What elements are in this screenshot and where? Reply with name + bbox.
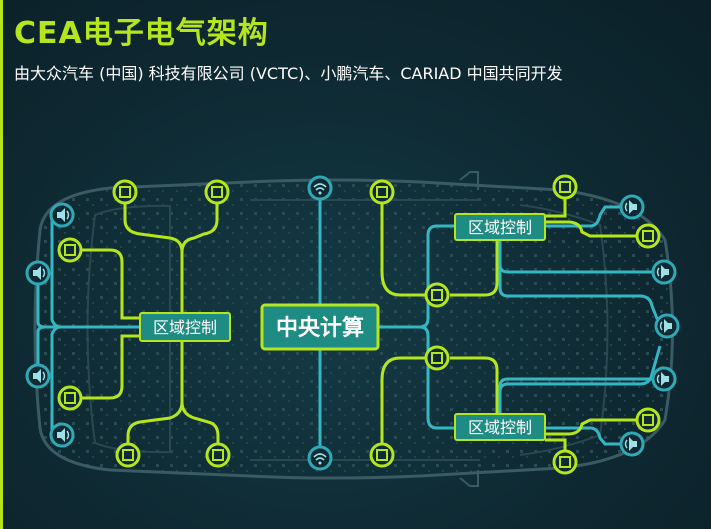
- speaker-icon: [651, 259, 677, 285]
- zone-controller-right-top: 区域控制: [454, 213, 546, 241]
- chip-icon: [424, 282, 450, 308]
- zone-left-label: 区域控制: [153, 318, 217, 337]
- speaker-icon: [25, 260, 51, 286]
- zone-controller-left: 区域控制: [139, 312, 231, 342]
- chip-icon: [205, 442, 231, 468]
- chip-icon: [112, 179, 138, 205]
- speaker-icon: [651, 366, 677, 392]
- speaker-icon: [49, 422, 75, 448]
- speaker-icon: [619, 194, 645, 220]
- speaker-icon: [49, 202, 75, 228]
- chip-icon: [635, 223, 661, 249]
- zone-right-bottom-label: 区域控制: [468, 418, 532, 437]
- speaker-icon: [654, 313, 680, 339]
- antenna-icon: [307, 175, 333, 201]
- lime-connections: [70, 192, 648, 462]
- chip-icon: [552, 449, 578, 475]
- chip-icon: [57, 237, 83, 263]
- chip-icon: [204, 179, 230, 205]
- page-subtitle: 由大众汽车 (中国) 科技有限公司 (VCTC)、小鹏汽车、CARIAD 中国共…: [14, 64, 563, 83]
- chip-icon: [115, 442, 141, 468]
- chip-icon: [424, 345, 450, 371]
- chip-icon: [369, 442, 395, 468]
- chip-icon: [635, 407, 661, 433]
- zone-right-top-label: 区域控制: [468, 218, 532, 237]
- chip-icon: [552, 174, 578, 200]
- central-compute-label: 中央计算: [276, 315, 364, 341]
- speaker-icon: [619, 431, 645, 457]
- zone-controller-right-bottom: 区域控制: [454, 413, 546, 441]
- speaker-icon: [25, 363, 51, 389]
- chip-icon: [57, 385, 83, 411]
- central-compute: 中央计算: [260, 303, 380, 351]
- antenna-icon: [307, 445, 333, 471]
- page-title: CEA电子电气架构: [14, 16, 269, 51]
- chip-icon: [369, 179, 395, 205]
